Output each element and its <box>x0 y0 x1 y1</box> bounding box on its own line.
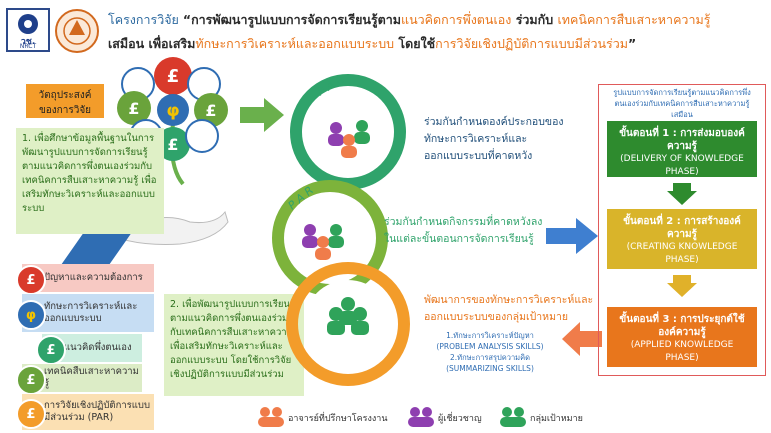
title-part: การวิจัยเชิงปฏิบัติการแบบมีส่วนร่วม <box>435 36 629 51</box>
step-3: ขั้นตอนที่ 3 : การประยุกต์ใช้องค์ความรู้… <box>607 307 757 367</box>
title-part: โดยใช้ <box>394 36 436 51</box>
pound-symbol: £ <box>167 66 180 87</box>
arrow-down-icon <box>667 275 697 297</box>
model-box: รูปแบบการจัดการเรียนรู้ตามแนวคิดการพึ่งต… <box>598 84 766 376</box>
people-legend-text: กลุ่มเป้าหมาย <box>530 414 583 424</box>
circle-text-1: ร่วมกันกำหนดองค์ประกอบของทักษะการวิเคราะ… <box>424 116 564 162</box>
people-legend-text: อาจารย์ที่ปรึกษาโครงงาน <box>288 414 388 424</box>
skill-line: (SUMMARIZING SKILLS) <box>446 364 534 373</box>
process-cycle: P A R P A R <box>272 73 410 386</box>
step-1: ขั้นตอนที่ 1 : การส่งมอบองค์ความรู้(DELI… <box>607 121 757 177</box>
nrct-logo: วช. NRCT <box>6 8 50 52</box>
objective-label: วัตถุประสงค์ของการวิจัย <box>26 84 104 118</box>
legend-badge: £ <box>16 365 46 395</box>
title-part: ร่วมกับ <box>511 12 558 27</box>
objective-1: 1. เพื่อศึกษาข้อมูลพื้นฐานในการพัฒนารูปแ… <box>16 128 164 234</box>
title-part: “การพัฒนารูปแบบการจัดการเรียนรู้ตาม <box>182 12 402 27</box>
objective-2: 2. เพื่อพัฒนารูปแบบการเรียนรู้ตามแนวคิดก… <box>164 294 304 396</box>
skill-line: 1.ทักษะการวิเคราะห์ปัญหา <box>446 331 534 340</box>
people-group-icon <box>328 120 370 158</box>
arrow-right-icon <box>546 218 598 254</box>
people-legend-text: ผู้เชี่ยวชาญ <box>438 414 482 424</box>
legend-badge: £ <box>36 335 66 365</box>
project-title: โครงการวิจัย “การพัฒนารูปแบบการจัดการเรี… <box>108 8 768 56</box>
skill-line: 2.ทักษะการสรุปความคิด <box>449 353 531 362</box>
skills-list: 1.ทักษะการวิเคราะห์ปัญหา (PROBLEM ANALYS… <box>420 330 560 374</box>
advisor-people-icon <box>258 407 284 427</box>
university-seal <box>54 8 99 53</box>
legend-text: แนวคิดพึ่งตนเอง <box>64 342 132 353</box>
pound-symbol: £ <box>205 101 216 120</box>
circle-text-2: ร่วมกันกำหนดกิจกรรมที่คาดหวังลงในแต่ละขั… <box>384 216 543 245</box>
title-part: แนวคิดการพึ่งตนเอง <box>401 12 512 27</box>
nrct-logo-sub: NRCT <box>19 43 37 50</box>
legend-badge: φ <box>16 300 46 330</box>
target-people-icon <box>500 407 526 427</box>
skill-line: (PROBLEM ANALYSIS SKILLS) <box>436 342 544 351</box>
legend-text: ปัญหาและความต้องการ <box>44 272 143 283</box>
title-part: เสมือน เพื่อเสริม <box>108 36 196 51</box>
circle-text-3: พัฒนาการของทักษะการวิเคราะห์และออกแบบระบ… <box>424 294 594 323</box>
arrow-left-icon <box>562 322 602 356</box>
people-group-icon <box>302 224 344 260</box>
title-part: เทคนิคการสืบเสาะหาความรู้ <box>557 12 711 27</box>
arrow-down-icon <box>667 183 697 205</box>
title-part: ทักษะการวิเคราะห์และออกแบบระบบ <box>195 36 395 51</box>
people-legend: อาจารย์ที่ปรึกษาโครงงาน ผู้เชี่ยวชาญ กลุ… <box>256 404 596 430</box>
step-2: ขั้นตอนที่ 2 : การสร้างองค์ความรู้(CREAT… <box>607 209 757 269</box>
phi-symbol: φ <box>166 101 179 121</box>
title-part: ” <box>628 36 637 51</box>
pound-symbol: £ <box>167 135 178 154</box>
people-group-icon <box>327 297 369 335</box>
legend-badge: £ <box>16 399 46 429</box>
legend-badge: £ <box>16 265 46 295</box>
legend-text: เทคนิคสืบเสาะหาความรู้ <box>44 366 139 389</box>
arrow-right-icon <box>240 98 284 132</box>
legend-text: การวิจัยเชิงปฏิบัติการแบบมีส่วนร่วม (PAR… <box>44 400 150 423</box>
pound-symbol: £ <box>128 99 139 118</box>
expert-people-icon <box>408 407 434 427</box>
model-title: รูปแบบการจัดการเรียนรู้ตามแนวคิดการพึ่งต… <box>613 88 751 119</box>
nrct-logo-text: วช. <box>20 37 36 47</box>
title-part: โครงการวิจัย <box>108 12 179 27</box>
legend-text: ทักษะการวิเคราะห์และออกแบบระบบ <box>44 301 138 324</box>
